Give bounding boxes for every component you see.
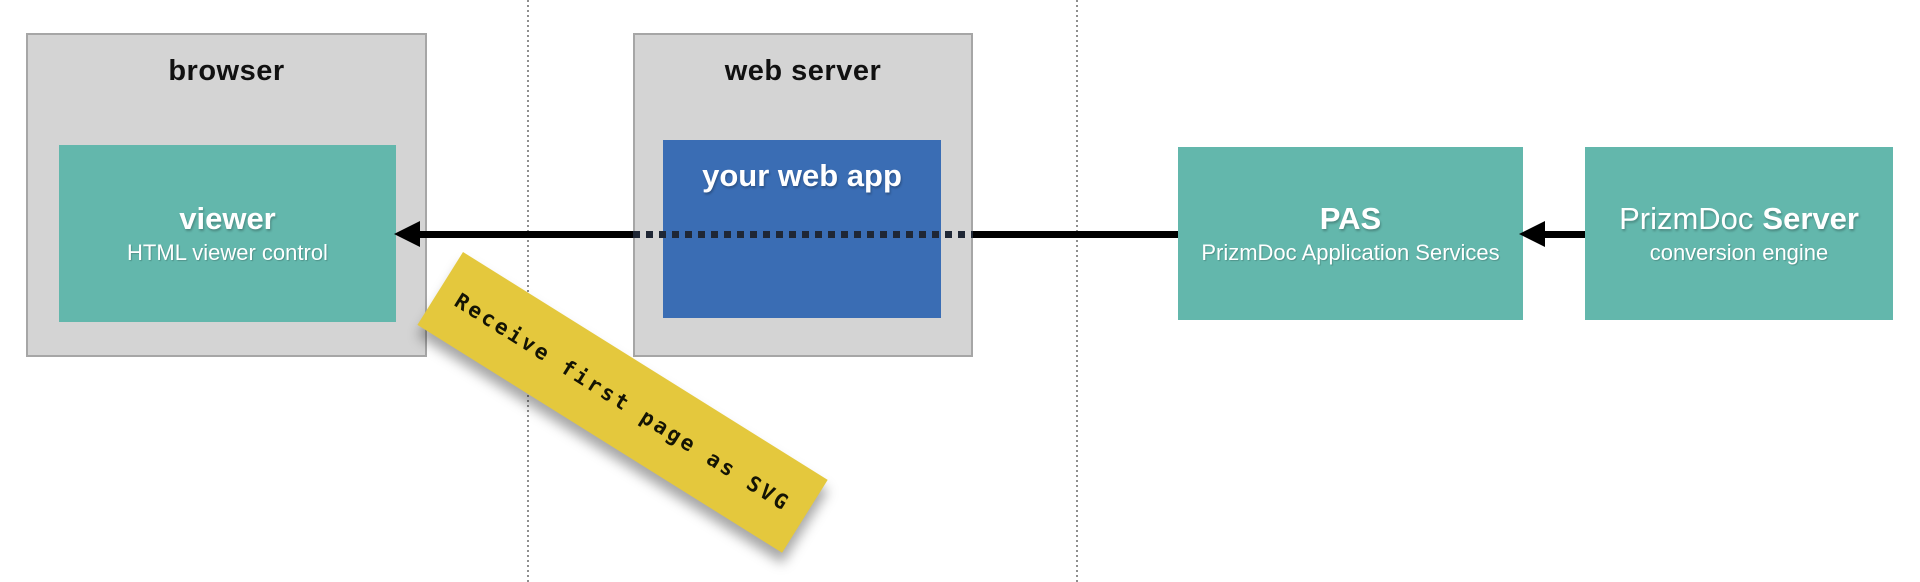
- arrow-head-into-pas-icon: [1519, 221, 1545, 247]
- viewer-subtitle: HTML viewer control: [127, 240, 328, 266]
- arrow-segment-browser-to-webserver: [417, 231, 633, 238]
- lane-divider-left: [527, 0, 529, 582]
- web-app-title: your web app: [702, 158, 902, 193]
- prizmdoc-server-title-bold: Server: [1762, 200, 1859, 236]
- pas-title: PAS: [1319, 200, 1382, 236]
- viewer-title: viewer: [179, 200, 276, 236]
- viewer-node: viewer HTML viewer control: [59, 145, 396, 322]
- web-app-node: your web app: [663, 140, 941, 318]
- prizmdoc-server-subtitle: conversion engine: [1649, 240, 1829, 266]
- web-server-zone-title: web server: [724, 55, 882, 87]
- browser-zone-title: browser: [168, 55, 285, 87]
- pas-node: PAS PrizmDoc Application Services: [1178, 147, 1523, 320]
- pas-subtitle: PrizmDoc Application Services: [1201, 240, 1500, 266]
- arrow-segment-webserver-to-pas: [973, 231, 1178, 238]
- arrow-segment-dotted-through-webserver: [633, 231, 973, 238]
- arrow-segment-server-to-pas: [1544, 231, 1585, 238]
- prizmdoc-server-title-regular: PrizmDoc: [1619, 200, 1754, 236]
- lane-divider-right: [1076, 0, 1078, 582]
- arrow-head-into-viewer-icon: [394, 221, 420, 247]
